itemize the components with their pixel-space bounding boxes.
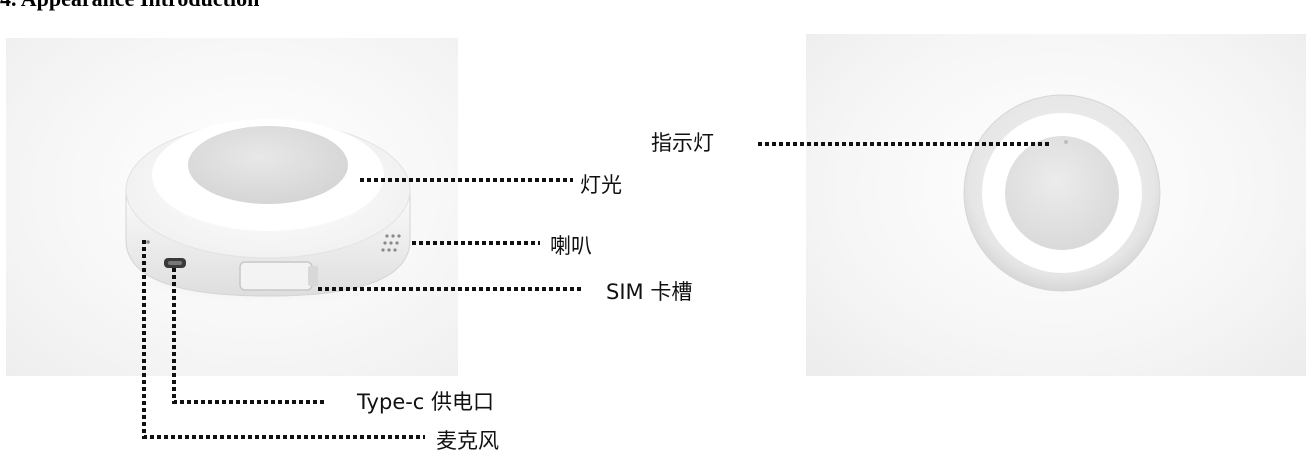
callout-speaker: 喇叭: [550, 234, 592, 258]
callout-light: 灯光: [580, 173, 622, 197]
device-top: [963, 94, 1161, 292]
callout-typec-port: Type-c 供电口: [357, 390, 495, 414]
callout-sim-slot: SIM 卡槽: [606, 280, 693, 304]
leader-lines: [142, 142, 1052, 439]
callout-microphone: 麦克风: [436, 429, 499, 453]
device-side: [105, 119, 435, 310]
section-heading: 4. Appearance Introduction: [0, 0, 259, 12]
callout-indicator-light: 指示灯: [651, 131, 714, 155]
